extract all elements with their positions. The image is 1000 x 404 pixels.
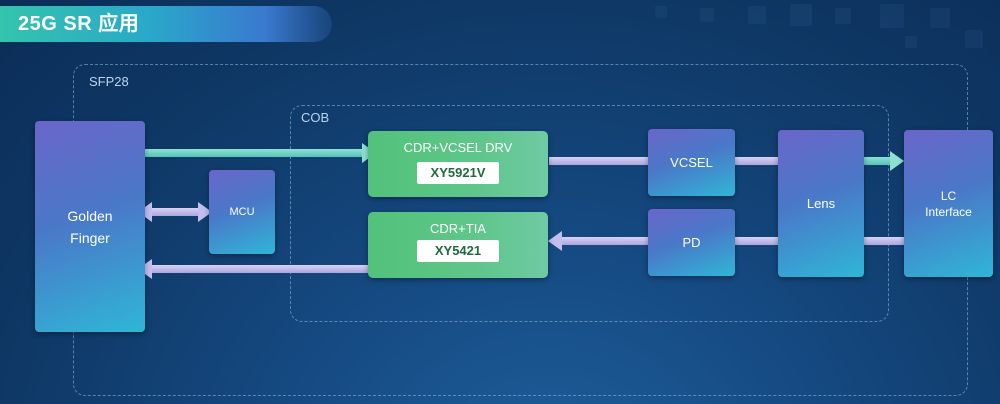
vcsel-block: VCSEL bbox=[648, 129, 735, 196]
lens-block: Lens bbox=[778, 130, 864, 277]
background-decoration bbox=[748, 6, 766, 24]
page-title: 25G SR 应用 bbox=[18, 13, 140, 35]
background-decoration bbox=[965, 30, 983, 48]
lc-lens-link bbox=[864, 237, 905, 245]
rx-output-arrowhead bbox=[138, 259, 152, 279]
mcu-right-arrowhead bbox=[198, 202, 212, 222]
golden-finger-block: Golden Finger bbox=[35, 121, 145, 332]
lc-interface-label: LC Interface bbox=[925, 188, 972, 219]
tx-driver-block: CDR+VCSEL DRV XY5921V bbox=[368, 131, 548, 197]
background-decoration bbox=[790, 4, 812, 26]
cob-region bbox=[290, 105, 889, 322]
rx-tia-title: CDR+TIA bbox=[430, 221, 486, 236]
tx-driver-part-number: XY5921V bbox=[417, 162, 499, 184]
vcsel-label: VCSEL bbox=[670, 154, 713, 170]
mcu-left-arrowhead bbox=[138, 202, 152, 222]
tx-input-link bbox=[145, 149, 363, 157]
mcu-block: MCU bbox=[209, 170, 275, 254]
title-banner bbox=[0, 6, 332, 42]
background-decoration bbox=[835, 8, 851, 24]
background-decoration bbox=[700, 8, 714, 22]
background-decoration bbox=[930, 8, 950, 28]
cob-label: COB bbox=[301, 110, 330, 125]
lc-interface-block: LC Interface bbox=[904, 130, 993, 277]
background-decoration bbox=[655, 6, 667, 18]
lens-label: Lens bbox=[806, 195, 836, 211]
rx-input-arrowhead bbox=[548, 231, 562, 251]
background-decoration bbox=[905, 36, 917, 48]
rx-tia-part-number: XY5421 bbox=[417, 240, 499, 262]
background-decoration bbox=[880, 4, 904, 28]
golden-finger-label: Golden Finger bbox=[67, 207, 113, 246]
rx-output-link bbox=[150, 265, 368, 273]
tx-driver-title: CDR+VCSEL DRV bbox=[403, 140, 513, 155]
rx-tia-block: CDR+TIA XY5421 bbox=[368, 212, 548, 278]
lens-lc-link bbox=[864, 157, 892, 165]
mcu-label: MCU bbox=[229, 206, 255, 218]
pd-label: PD bbox=[682, 234, 701, 250]
lens-pd-link bbox=[735, 237, 779, 245]
lc-input-arrowhead bbox=[890, 151, 904, 171]
pd-block: PD bbox=[648, 209, 735, 276]
vcsel-lens-link bbox=[735, 157, 779, 165]
sfp28-label: SFP28 bbox=[89, 74, 129, 89]
mcu-link bbox=[150, 208, 200, 216]
pd-rx-link bbox=[562, 237, 648, 245]
tx-vcsel-link bbox=[549, 157, 649, 165]
